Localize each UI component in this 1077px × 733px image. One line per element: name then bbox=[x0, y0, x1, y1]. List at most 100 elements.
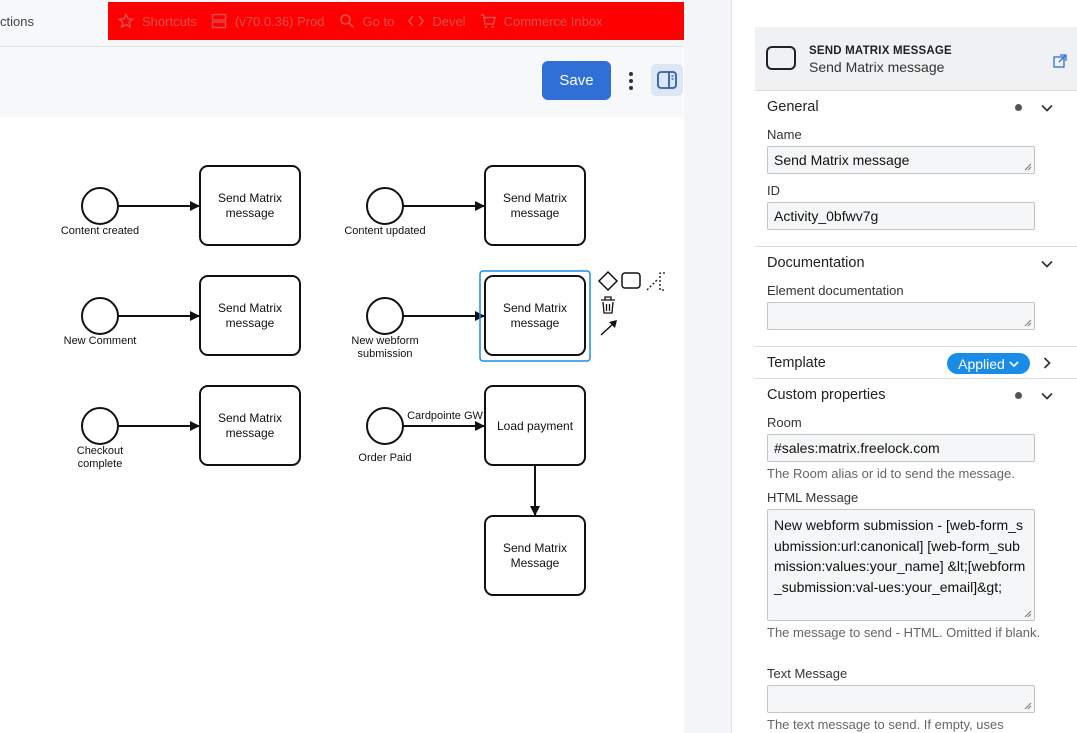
resize-handle-icon[interactable] bbox=[1024, 702, 1032, 710]
documentation-field[interactable] bbox=[767, 302, 1035, 330]
gateway-icon[interactable] bbox=[597, 270, 619, 292]
documentation-label: Element documentation bbox=[767, 283, 904, 298]
external-link-icon[interactable] bbox=[1053, 54, 1067, 68]
room-hint: The Room alias or id to send the message… bbox=[767, 466, 1015, 481]
toggle-panel-button[interactable] bbox=[651, 64, 683, 96]
element-header: SEND MATRIX MESSAGE Send Matrix message bbox=[755, 27, 1077, 91]
section-template[interactable]: Template bbox=[767, 355, 826, 371]
search-icon bbox=[339, 14, 354, 29]
code-icon bbox=[408, 15, 425, 27]
save-button[interactable]: Save bbox=[542, 61, 611, 100]
resize-handle-icon[interactable] bbox=[1024, 610, 1032, 618]
connect-arrow-head bbox=[609, 320, 617, 328]
resize-handle-icon[interactable] bbox=[1024, 319, 1032, 327]
panel-gutter bbox=[684, 0, 732, 733]
properties-panel: SEND MATRIX MESSAGE Send Matrix message … bbox=[732, 0, 1077, 733]
start-event[interactable] bbox=[81, 407, 119, 445]
task-send-matrix-selected[interactable] bbox=[484, 275, 586, 356]
room-label: Room bbox=[767, 415, 802, 430]
trash-icon[interactable] bbox=[601, 296, 615, 314]
name-value: Send Matrix message bbox=[774, 152, 910, 168]
template-status-badge[interactable]: Applied bbox=[947, 353, 1030, 374]
task-send-matrix[interactable] bbox=[199, 385, 301, 466]
chevron-down-icon[interactable] bbox=[1041, 102, 1053, 114]
start-event[interactable] bbox=[366, 407, 404, 445]
name-label: Name bbox=[767, 127, 802, 142]
selection-outline bbox=[479, 270, 591, 362]
cart-icon bbox=[480, 14, 496, 29]
toolbar-label: Devel bbox=[432, 13, 466, 29]
chevron-down-icon[interactable] bbox=[1041, 390, 1053, 402]
task-send-matrix[interactable] bbox=[484, 165, 586, 246]
breadcrumb[interactable]: ctions bbox=[0, 14, 34, 29]
server-icon bbox=[211, 13, 227, 29]
toolbar-devel[interactable]: Devel bbox=[408, 13, 466, 29]
element-type: SEND MATRIX MESSAGE bbox=[809, 45, 952, 57]
html-message-value: New webform submission - [web-form_submi… bbox=[774, 517, 1026, 595]
task-send-matrix[interactable] bbox=[199, 165, 301, 246]
toolbar-label: Shortcuts bbox=[142, 13, 197, 29]
task-label: Load payment bbox=[497, 419, 574, 433]
divider bbox=[755, 378, 1077, 379]
template-status: Applied bbox=[958, 355, 1005, 372]
chevron-right-icon[interactable] bbox=[1041, 357, 1053, 369]
room-field[interactable]: #sales:matrix.freelock.com bbox=[767, 434, 1035, 462]
toolbar-label: (v70.0.36) Prod bbox=[234, 13, 325, 29]
event-label: Content updated bbox=[344, 225, 425, 237]
event-label: Content created bbox=[61, 225, 139, 237]
text-message-label: Text Message bbox=[767, 666, 848, 681]
task-send-matrix[interactable] bbox=[484, 515, 586, 596]
start-event[interactable] bbox=[366, 297, 404, 335]
toolbar-shortcuts[interactable]: Shortcuts bbox=[118, 13, 197, 29]
admin-toolbar: Shortcuts (v70.0.36) Prod Go to Devel Co… bbox=[108, 2, 684, 40]
toolbar-environment[interactable]: (v70.0.36) Prod bbox=[211, 13, 325, 29]
chevron-down-icon[interactable] bbox=[1041, 258, 1053, 270]
text-message-field[interactable] bbox=[767, 685, 1035, 713]
start-event[interactable] bbox=[81, 187, 119, 225]
room-value: #sales:matrix.freelock.com bbox=[774, 440, 940, 456]
start-event[interactable] bbox=[81, 297, 119, 335]
task-icon[interactable] bbox=[621, 272, 641, 289]
sidebar-panel-icon bbox=[657, 71, 677, 89]
more-options-icon[interactable] bbox=[622, 66, 640, 96]
html-message-label: HTML Message bbox=[767, 490, 859, 505]
text-message-hint: The text message to send. If empty, uses bbox=[767, 717, 1004, 732]
toolbar-label: Commerce Inbox bbox=[503, 13, 603, 29]
resize-handle-icon[interactable] bbox=[1024, 163, 1032, 171]
task-send-matrix[interactable] bbox=[199, 275, 301, 356]
chevron-down-icon bbox=[1009, 360, 1019, 367]
toolbar-commerce-inbox[interactable]: Commerce Inbox bbox=[480, 13, 603, 29]
html-message-hint: The message to send - HTML. Omitted if b… bbox=[767, 625, 1041, 640]
name-field[interactable]: Send Matrix message bbox=[767, 146, 1035, 174]
section-general[interactable]: General bbox=[767, 99, 819, 115]
section-documentation[interactable]: Documentation bbox=[767, 255, 865, 271]
star-icon bbox=[118, 13, 134, 29]
divider bbox=[755, 346, 1077, 347]
toolbar-goto[interactable]: Go to bbox=[339, 13, 394, 29]
divider bbox=[755, 246, 1077, 247]
event-label: Order Paid bbox=[358, 452, 411, 464]
id-value: Activity_0bfwv7g bbox=[774, 208, 879, 224]
element-name: Send Matrix message bbox=[809, 59, 945, 75]
task-icon bbox=[766, 46, 796, 70]
id-field[interactable]: Activity_0bfwv7g bbox=[767, 202, 1035, 230]
connect-arrow-icon[interactable] bbox=[600, 322, 615, 336]
html-message-field[interactable]: New webform submission - [web-form_submi… bbox=[767, 509, 1035, 621]
section-custom-properties[interactable]: Custom properties bbox=[767, 387, 886, 403]
annotation-icon[interactable] bbox=[646, 272, 665, 291]
section-dot bbox=[1015, 104, 1022, 111]
flow-label: Cardpointe GW bbox=[407, 410, 483, 422]
event-label: New Comment bbox=[64, 335, 137, 347]
section-dot bbox=[1015, 392, 1022, 399]
start-event[interactable] bbox=[366, 187, 404, 225]
